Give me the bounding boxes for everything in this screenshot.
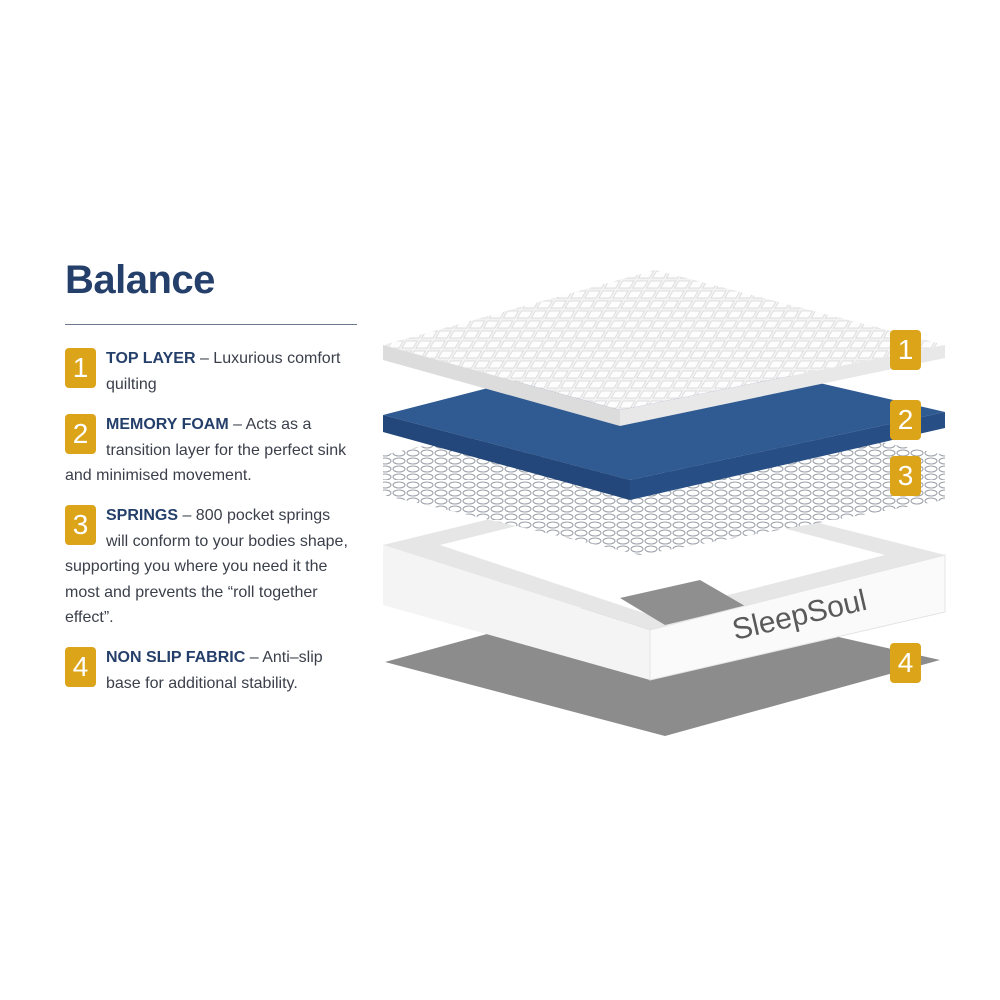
layer-text: – Luxurious comfort quilting: [106, 350, 341, 393]
number-badge: 2: [65, 414, 96, 454]
layer-heading: NON SLIP FABRIC: [106, 649, 246, 666]
number-badge: 4: [65, 647, 96, 687]
divider: [65, 324, 357, 325]
layer-badge-2: 2: [890, 400, 921, 440]
layer-text: – Acts as a transition layer for the per…: [65, 416, 347, 484]
top-quilted-layer: [383, 270, 945, 426]
layer-badge-4: 4: [890, 643, 921, 683]
layer-heading: TOP LAYER: [106, 350, 196, 367]
number-badge: 3: [65, 505, 96, 545]
layer-heading: MEMORY FOAM: [106, 416, 229, 433]
number-badge: 1: [65, 348, 96, 388]
layer-description-1: 1 TOP LAYER – Luxurious comfort quilting: [65, 346, 355, 397]
layer-description-2: 2 MEMORY FOAM – Acts as a transition lay…: [65, 412, 355, 489]
page-title: Balance: [65, 258, 215, 302]
layer-badge-3: 3: [890, 456, 921, 496]
layer-description-3: 3 SPRINGS – 800 pocket springs will conf…: [65, 503, 355, 631]
layer-badge-1: 1: [890, 330, 921, 370]
layer-text: – Anti–slip base for additional stabilit…: [106, 649, 323, 692]
layer-description-4: 4 NON SLIP FABRIC – Anti–slip base for a…: [65, 645, 355, 696]
layer-text: – 800 pocket springs will conform to you…: [65, 507, 348, 626]
layer-heading: SPRINGS: [106, 507, 179, 524]
